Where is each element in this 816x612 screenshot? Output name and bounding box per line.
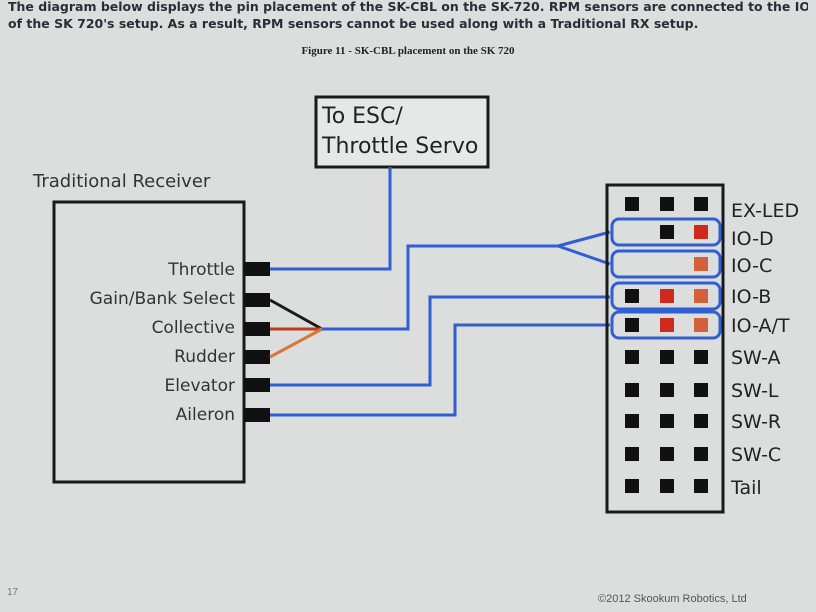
pin-tail-1 xyxy=(625,479,639,493)
wire-throttle xyxy=(270,167,392,271)
pin-io-d-3 xyxy=(694,225,708,239)
highlight-io-d xyxy=(610,217,722,247)
esc-label-line-1: To ESC/ xyxy=(321,104,403,129)
wire-split-io-c xyxy=(557,244,611,266)
receiver-pin-elevator xyxy=(244,378,270,392)
port-label-sw-l: SW-L xyxy=(731,380,779,402)
pin-ex-led-3 xyxy=(694,197,708,211)
pin-io-d-2 xyxy=(660,225,674,239)
wire-gain-black xyxy=(269,298,323,331)
channel-label-aileron: Aileron xyxy=(176,405,235,425)
wire-rudder-orange xyxy=(269,327,323,359)
copyright-text: ©2012 Skookum Robotics, Ltd xyxy=(598,593,747,605)
wire-gain-collective-rudder xyxy=(322,244,558,331)
pin-sw-a-3 xyxy=(694,350,708,364)
port-label-sw-r: SW-R xyxy=(731,411,781,433)
port-label-io-c: IO-C xyxy=(731,255,772,277)
intro-line-2: of the SK 720's setup. As a result, RPM … xyxy=(8,16,699,31)
port-label-sw-a: SW-A xyxy=(731,347,781,369)
port-label-tail: Tail xyxy=(730,477,762,499)
pin-sw-l-1 xyxy=(625,383,639,397)
highlight-io-c xyxy=(610,249,722,279)
port-label-sw-c: SW-C xyxy=(731,444,781,466)
receiver-pin-throttle xyxy=(244,262,270,276)
pin-io-b-3 xyxy=(694,289,708,303)
channel-label-collective: Collective xyxy=(152,318,235,338)
pin-tail-3 xyxy=(694,479,708,493)
channel-label-elevator: Elevator xyxy=(165,376,235,396)
channel-label-rudder: Rudder xyxy=(174,347,235,367)
pin-sw-r-2 xyxy=(660,414,674,428)
channel-label-throttle: Throttle xyxy=(167,260,235,280)
pin-sw-c-1 xyxy=(625,447,639,461)
pin-io-a-t-2 xyxy=(660,318,674,332)
receiver-title: Traditional Receiver xyxy=(32,171,211,192)
intro-line-1: The diagram below displays the pin place… xyxy=(8,0,808,14)
wire-aileron xyxy=(270,323,610,417)
pin-ex-led-1 xyxy=(625,197,639,211)
wire-split-io-d xyxy=(557,230,611,248)
page-number: 17 xyxy=(7,587,19,598)
sk720-connector xyxy=(605,183,725,514)
pin-io-b-1 xyxy=(625,289,639,303)
pin-io-b-2 xyxy=(660,289,674,303)
pin-sw-l-3 xyxy=(694,383,708,397)
receiver-pin-collective xyxy=(244,322,270,336)
pin-sw-r-1 xyxy=(625,414,639,428)
pin-tail-2 xyxy=(660,479,674,493)
receiver-pin-gain-bank-select xyxy=(244,293,270,307)
esc-box xyxy=(314,95,490,169)
port-label-io-a-t: IO-A/T xyxy=(731,315,790,337)
highlight-io-b xyxy=(610,281,722,311)
pin-sw-c-2 xyxy=(660,447,674,461)
pin-io-a-t-3 xyxy=(694,318,708,332)
wire-elevator xyxy=(270,295,610,387)
pin-io-c-3 xyxy=(694,257,708,271)
receiver-pin-aileron xyxy=(244,408,270,422)
pin-ex-led-2 xyxy=(660,197,674,211)
figure-caption: Figure 11 - SK-CBL placement on the SK 7… xyxy=(301,45,515,57)
pin-sw-c-3 xyxy=(694,447,708,461)
receiver-pin-rudder xyxy=(244,350,270,364)
port-label-io-b: IO-B xyxy=(731,286,771,308)
esc-label-line-2: Throttle Servo xyxy=(321,134,478,159)
pin-io-a-t-1 xyxy=(625,318,639,332)
intro-text: The diagram below displays the pin place… xyxy=(8,0,808,32)
receiver-box xyxy=(52,200,246,484)
pin-sw-l-2 xyxy=(660,383,674,397)
port-label-io-d: IO-D xyxy=(731,228,774,250)
pin-sw-a-2 xyxy=(660,350,674,364)
highlight-io-a-t xyxy=(610,310,722,340)
pin-sw-a-1 xyxy=(625,350,639,364)
pin-sw-r-3 xyxy=(694,414,708,428)
channel-label-gain-bank-select: Gain/Bank Select xyxy=(90,289,236,309)
port-label-ex-led: EX-LED xyxy=(731,200,799,222)
